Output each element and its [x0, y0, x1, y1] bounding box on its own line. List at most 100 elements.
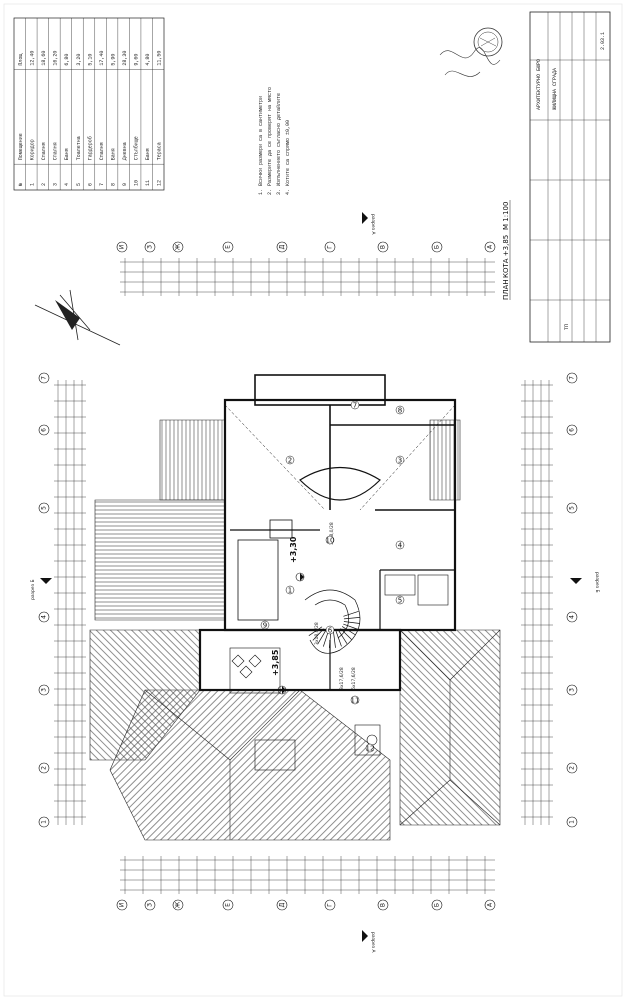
table-cell: 4 [64, 183, 70, 186]
table-cell: 18,60 [41, 51, 47, 66]
note-line: 4. Котите са спрямо ±0,00 [285, 120, 291, 195]
stair-notes: 3x18,0/28 3x18,0/28 3x17,6/28 6x17,6/28 [314, 522, 357, 690]
axis-letter-bubble: Г [327, 903, 334, 907]
table-cell: 11 [145, 180, 151, 186]
floor-plan-walls [198, 374, 457, 771]
room-number: 11 [351, 697, 360, 705]
axis-number-bubble: 6 [41, 428, 48, 432]
table-cell: 6,80 [64, 54, 70, 66]
table-cell: 11,50 [157, 51, 163, 66]
room-number: 6 [328, 627, 333, 635]
room-number: 9 [263, 622, 267, 630]
table-cell: 3,20 [76, 54, 82, 66]
table-cell: 8 [110, 183, 116, 186]
plan-title: ПЛАН [502, 279, 510, 300]
axis-letter-bubble: Ж [175, 901, 182, 908]
table-cell: Спалня [53, 142, 59, 160]
axis-letter-bubble: И [119, 245, 126, 250]
table-cell: 3 [53, 183, 59, 186]
table-cell: 7 [99, 183, 105, 186]
table-cell: 1 [30, 183, 36, 186]
axis-number-bubble: 5 [41, 506, 48, 510]
plan-scale: М 1:100 [502, 202, 510, 230]
sheet-frame [3, 3, 623, 997]
level-markers: +3,30 +3,85 [271, 536, 305, 695]
axis-letter-bubble: Д [279, 902, 286, 907]
table-cell: 9 [122, 183, 128, 186]
section-b-left: разрез Б [30, 579, 36, 600]
table-cell: Баня [145, 148, 151, 160]
table-cell: 12 [157, 180, 163, 186]
section-a-top: разрез А [370, 214, 376, 235]
engineer-seal-stamp [439, 27, 503, 77]
table-cell: 10 [133, 180, 139, 186]
axis-number-bubble: 5 [569, 506, 576, 510]
table-cell: 5,10 [87, 54, 93, 66]
title-block-firm: АРХИТЕКТУРНО БЮРО [536, 59, 542, 110]
table-cell: Площ [18, 54, 24, 66]
axis-number-bubble: 1 [41, 820, 48, 824]
axis-letter-bubble: В [380, 903, 387, 907]
table-cell: Помещение [18, 133, 24, 160]
title-block-phase: ТП [564, 324, 570, 330]
axis-letter-bubble: Б [434, 903, 441, 907]
axis-number-bubble: 3 [569, 688, 576, 692]
plan-title-group: ПЛАН КОТА +3,85 М 1:100 [502, 200, 511, 300]
stair-note-2: 3x18,0/28 [329, 522, 335, 545]
room-number: 2 [288, 457, 292, 465]
table-cell: 2 [41, 183, 47, 186]
table-cell: Стълбище [133, 136, 139, 160]
axis-number-bubble: 1 [569, 820, 576, 824]
note-line: 2. Размерите да се проверят на място [267, 87, 273, 195]
axis-letter-bubble: Е [225, 245, 232, 249]
table-cell: 17,40 [99, 51, 105, 66]
axis-letter-bubble: И [119, 903, 126, 908]
table-cell: 5,90 [110, 54, 116, 66]
room-number: 1 [288, 587, 292, 595]
axis-letter-bubble: З [147, 245, 154, 249]
note-line: 3. Изпълнението съгласно детайлите [275, 93, 282, 195]
axis-letter-bubble: Е [225, 903, 232, 907]
table-cell: Тераса [157, 142, 163, 160]
axis-letter-bubble: Б [434, 245, 441, 249]
room-number: 3 [398, 457, 402, 465]
table-cell: 9,60 [133, 54, 139, 66]
section-markers: разрез А разрез А разрез Б разрез Б [30, 212, 600, 953]
note-line: 1. Всички размери са в сантиметри [258, 96, 264, 195]
axis-letter-bubble: А [487, 244, 494, 249]
table-cell: № [18, 183, 24, 186]
axis-number-bubble: 4 [41, 615, 48, 619]
table-cell: Коридор [30, 139, 36, 160]
room-number: 4 [398, 542, 403, 550]
axis-number-bubble: 6 [569, 428, 576, 432]
table-cell: Спалня [99, 142, 105, 160]
axis-letter-bubble: Д [279, 244, 286, 249]
axis-letter-bubble: З [147, 903, 154, 907]
room-number: 8 [398, 407, 402, 415]
table-cell: 12,40 [30, 51, 36, 66]
table-cell: 6 [87, 183, 93, 186]
room-number: 10 [326, 537, 335, 545]
axis-letter-bubble: В [380, 245, 387, 249]
axis-number-bubble: 4 [569, 615, 576, 619]
north-arrow-icon [34, 289, 121, 346]
table-cell: Гардероб [87, 136, 93, 160]
table-cell: Дневна [122, 142, 128, 160]
table-cell: 4,80 [145, 54, 151, 66]
table-cell: Баня [64, 148, 70, 160]
axis-number-bubble: 2 [569, 766, 576, 770]
plan-level: КОТА +3,85 [502, 235, 510, 278]
room-number: 7 [353, 402, 357, 410]
section-a-bottom: разрез А [370, 932, 376, 953]
room-number: 5 [398, 597, 402, 605]
title-block-sheet: 2.03.1 [600, 32, 606, 50]
roof-hatching [89, 419, 501, 841]
table-cell: Баня [110, 148, 116, 160]
table-cell: 28,30 [122, 51, 128, 66]
axis-number-bubble: 2 [41, 766, 48, 770]
